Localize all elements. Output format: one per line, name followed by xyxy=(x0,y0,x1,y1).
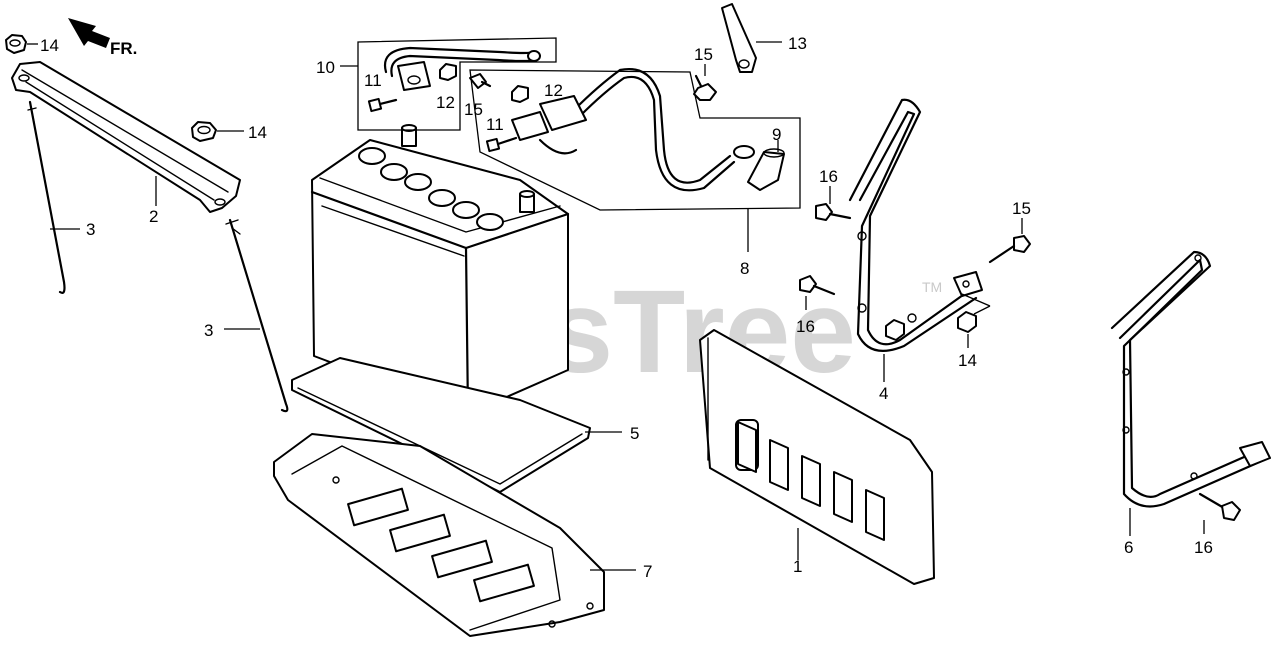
clip-13 xyxy=(721,3,757,73)
callout-5: 5 xyxy=(630,424,639,443)
hold-down-rod-3-left xyxy=(27,100,66,294)
nut-12-lower xyxy=(511,85,529,103)
front-direction-arrow-icon xyxy=(68,18,110,48)
nut-12-upper xyxy=(439,63,457,81)
battery-mat-5 xyxy=(291,357,591,493)
bolt-16-right xyxy=(1198,492,1241,521)
callout-1: 1 xyxy=(793,557,802,576)
callout-16-middle: 16 xyxy=(796,317,815,336)
protector-plate-slots xyxy=(737,421,885,541)
callout-15-upper: 15 xyxy=(464,100,483,119)
callout-10: 10 xyxy=(316,58,335,77)
callout-15-right: 15 xyxy=(1012,199,1031,218)
battery-terminal-posts xyxy=(401,124,535,213)
callout-8: 8 xyxy=(740,259,749,278)
callout-13: 13 xyxy=(788,34,807,53)
callout-9: 9 xyxy=(772,125,781,144)
callout-7: 7 xyxy=(643,562,652,581)
callout-15-top: 15 xyxy=(694,45,713,64)
cable-group-bracket-10 xyxy=(357,37,557,131)
bolt-16-upper xyxy=(815,203,852,221)
nut-14-top-left xyxy=(5,34,27,54)
positive-battery-cable xyxy=(511,67,755,192)
nut-14-right xyxy=(957,311,977,333)
bolt-16-middle xyxy=(799,275,836,296)
battery-tray-7 xyxy=(273,433,605,637)
callout-16-upper: 16 xyxy=(819,167,838,186)
callout-3-left: 3 xyxy=(86,220,95,239)
callout-3-right: 3 xyxy=(204,321,213,340)
callout-12-upper: 12 xyxy=(436,93,455,112)
callout-11-lower: 11 xyxy=(486,115,504,134)
bolt-11-upper xyxy=(367,97,398,113)
terminal-cover-9 xyxy=(747,148,785,191)
bolt-15-right xyxy=(988,235,1031,264)
bolt-15-upper xyxy=(469,73,492,89)
hold-down-rod-3-right xyxy=(225,218,289,413)
battery-cell-caps xyxy=(358,147,504,231)
cable-group-bracket-8 xyxy=(469,69,801,211)
callout-16-right: 16 xyxy=(1194,538,1213,557)
callout-6: 6 xyxy=(1124,538,1133,557)
nut-14-clamp xyxy=(191,121,217,142)
bracket-6 xyxy=(1110,250,1271,508)
callout-14-clamp: 14 xyxy=(248,123,267,142)
callout-11-upper: 11 xyxy=(364,71,382,90)
callout-14-top-left: 14 xyxy=(40,36,59,55)
bracket-4 xyxy=(848,98,983,352)
callout-4: 4 xyxy=(879,384,888,403)
nut-14-bracket xyxy=(885,319,905,341)
callout-12-lower: 12 xyxy=(544,81,563,100)
bolt-15-top xyxy=(693,74,717,101)
watermark-trademark: TM xyxy=(922,279,942,295)
battery xyxy=(310,124,570,416)
callout-2: 2 xyxy=(149,207,158,226)
battery-hold-bar-2 xyxy=(11,61,241,213)
callout-14-right: 14 xyxy=(958,351,977,370)
front-direction-label: FR. xyxy=(110,39,137,58)
bolt-11-lower xyxy=(485,136,518,153)
negative-battery-cable xyxy=(383,46,541,91)
